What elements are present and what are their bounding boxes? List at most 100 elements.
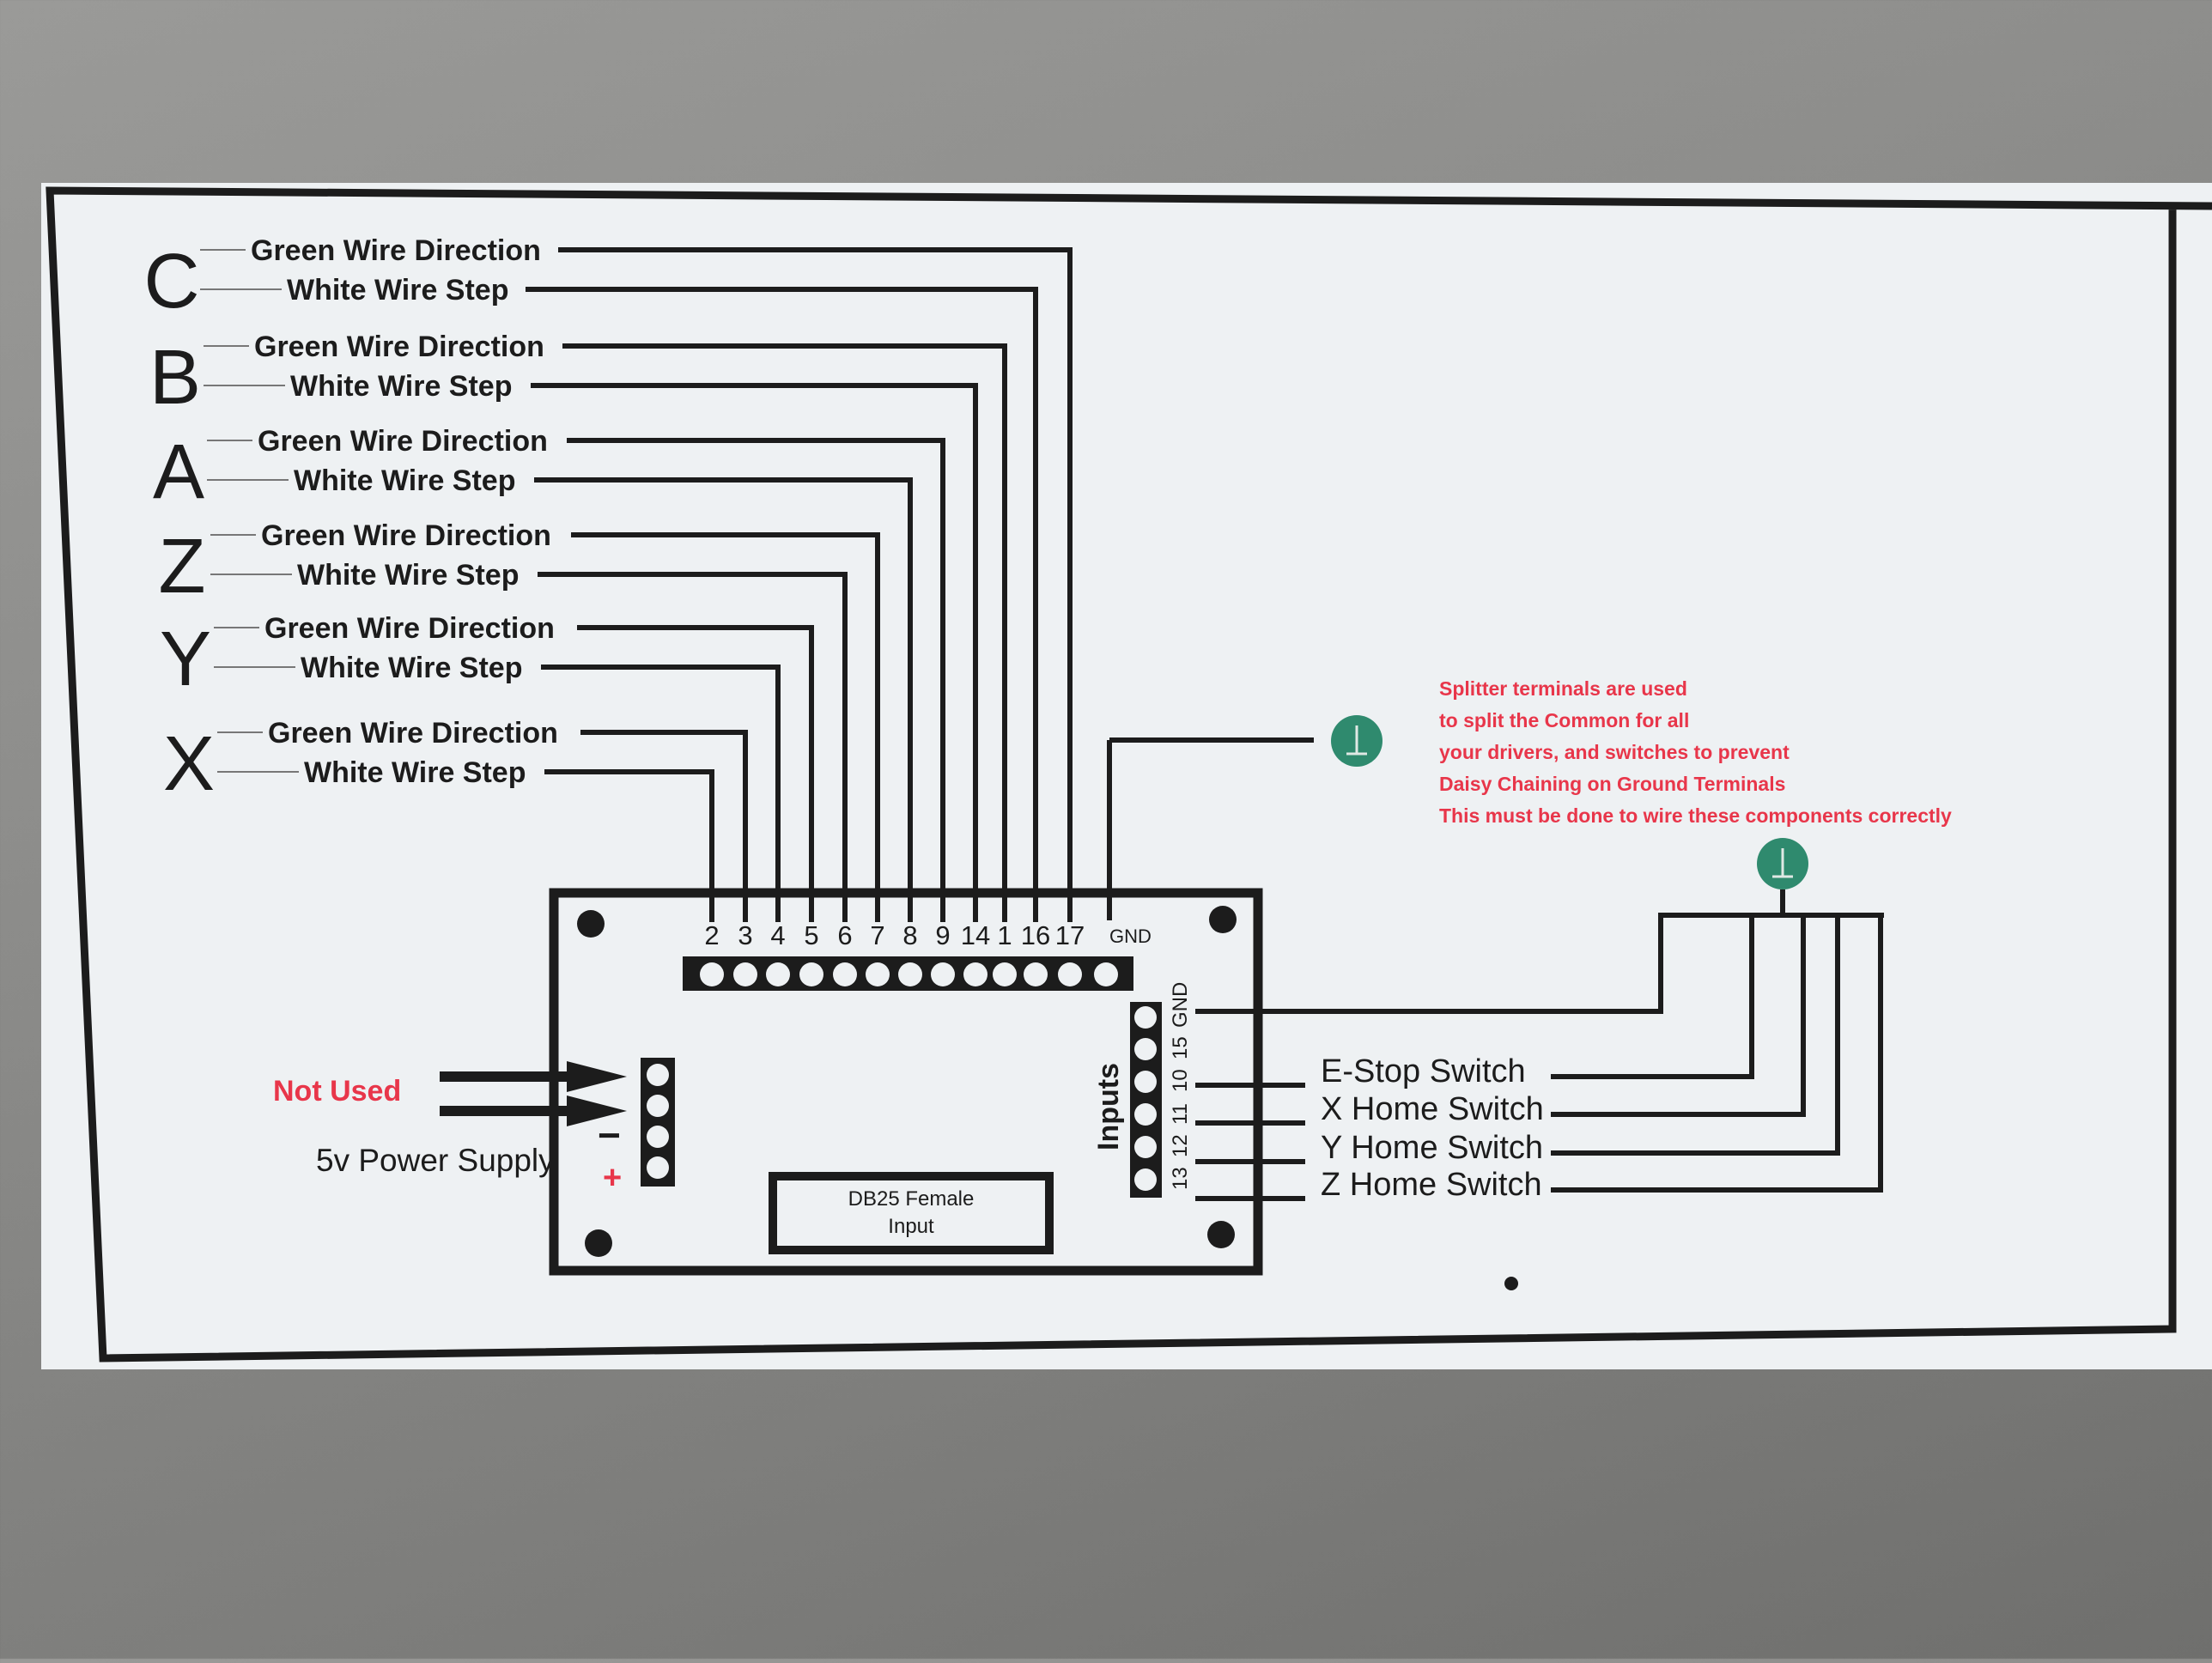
step-wire-label: White Wire Step xyxy=(301,652,523,684)
signal-wire xyxy=(538,572,848,922)
input-pin-label: GND xyxy=(1169,982,1192,1028)
splitter-note-line: to split the Common for all xyxy=(1439,709,1689,731)
pin-terminal xyxy=(1024,962,1048,986)
axis-letter: Y xyxy=(160,616,211,702)
splitter-note-line: Splitter terminals are used xyxy=(1439,677,1687,700)
pin-terminal xyxy=(1058,962,1082,986)
splitter-note-line: your drivers, and switches to prevent xyxy=(1439,741,1790,763)
power-supply-label: 5v Power Supply xyxy=(316,1143,555,1178)
direction-wire-label: Green Wire Direction xyxy=(258,425,548,458)
pin-terminal xyxy=(866,962,890,986)
input-pin-label: 11 xyxy=(1169,1103,1192,1125)
signal-wire xyxy=(580,730,748,922)
step-wire-label: White Wire Step xyxy=(304,756,526,789)
power-terminal xyxy=(647,1095,669,1117)
power-terminal xyxy=(647,1064,669,1086)
pin-terminals xyxy=(700,962,1118,986)
signal-wire xyxy=(526,287,1038,922)
power-terminal xyxy=(647,1126,669,1148)
pin-label: 6 xyxy=(837,920,852,950)
input-terminal xyxy=(1134,1006,1157,1029)
direction-wire-label: Green Wire Direction xyxy=(261,519,551,552)
switch-label: E-Stop Switch xyxy=(1321,1053,1526,1089)
input-pin-label: 13 xyxy=(1169,1167,1192,1190)
switch-common-wire xyxy=(1551,915,1840,1156)
mounting-hole xyxy=(1207,1221,1235,1248)
pin-terminal xyxy=(833,962,857,986)
signal-wire xyxy=(571,532,880,922)
input-pin-labels: GND 15 10 11 12 13 xyxy=(1169,982,1192,1190)
pin-terminal xyxy=(898,962,922,986)
direction-wire-label: Green Wire Direction xyxy=(268,717,558,750)
ground-terminal-lower xyxy=(1757,838,1808,889)
input-terminal xyxy=(1134,1071,1157,1093)
pin-label: 3 xyxy=(738,920,752,950)
input-terminals xyxy=(1134,1006,1157,1191)
db25-connector xyxy=(769,1172,1054,1254)
pin-label: 14 xyxy=(961,920,990,950)
db25-label-line-2: Input xyxy=(888,1215,934,1238)
inputs-label: Inputs xyxy=(1092,1063,1125,1150)
pin-label: 7 xyxy=(870,920,884,950)
signal-wire xyxy=(558,247,1073,922)
axis-letter: X xyxy=(163,721,215,807)
axis-letter: Z xyxy=(159,524,206,610)
switch-label: Y Home Switch xyxy=(1321,1130,1543,1166)
mounting-hole xyxy=(1209,906,1237,933)
signal-wire xyxy=(577,625,814,922)
minus-label: − xyxy=(598,1113,621,1157)
input-pin-label: 12 xyxy=(1169,1134,1192,1157)
axis-letter: A xyxy=(153,429,204,515)
plus-label: + xyxy=(603,1160,622,1196)
splitter-note-line: Daisy Chaining on Ground Terminals xyxy=(1439,773,1785,795)
signal-wire xyxy=(567,438,945,922)
not-used-arrows xyxy=(440,1061,627,1126)
input-terminal xyxy=(1134,1168,1157,1191)
pin-terminal xyxy=(993,962,1017,986)
pin-label: 17 xyxy=(1055,920,1085,950)
input-terminal xyxy=(1134,1103,1157,1126)
signal-wire xyxy=(534,477,913,922)
switch-common-wire xyxy=(1551,915,1754,1079)
pin-label: 2 xyxy=(704,920,719,950)
signal-wires xyxy=(200,247,1073,922)
signal-wire xyxy=(541,665,781,922)
input-terminal xyxy=(1134,1136,1157,1158)
pin-terminal xyxy=(931,962,955,986)
switch-label: X Home Switch xyxy=(1321,1091,1544,1127)
pin-terminal xyxy=(700,962,724,986)
gnd-pin-label: GND xyxy=(1109,926,1152,947)
pin-label: 9 xyxy=(935,920,950,950)
pin-terminal xyxy=(799,962,823,986)
pin-terminal xyxy=(1094,962,1118,986)
direction-wire-label: Green Wire Direction xyxy=(251,234,541,267)
pin-terminal xyxy=(733,962,757,986)
db25-label-line-1: DB25 Female xyxy=(848,1187,975,1211)
input-pin-label: 10 xyxy=(1169,1069,1192,1092)
step-wire-label: White Wire Step xyxy=(287,274,509,307)
step-wire-label: White Wire Step xyxy=(290,370,513,403)
axis-letter: B xyxy=(149,335,201,421)
ground-bus xyxy=(1195,913,1884,1014)
input-pin-label: 15 xyxy=(1169,1036,1192,1059)
panel-frame xyxy=(46,186,2212,1363)
axis-letter: C xyxy=(144,239,200,325)
direction-wire-label: Green Wire Direction xyxy=(264,612,555,645)
switch-common-wire xyxy=(1551,915,1806,1117)
signal-wire xyxy=(544,769,714,922)
step-wire-label: White Wire Step xyxy=(297,559,520,592)
splitter-note-line: This must be done to wire these componen… xyxy=(1439,804,1952,827)
signal-wire xyxy=(562,343,1007,922)
splitter-note: Splitter terminals are used to split the … xyxy=(1439,677,1952,827)
power-terminal xyxy=(647,1156,669,1179)
pin-label: 4 xyxy=(770,920,785,950)
input-terminal xyxy=(1134,1038,1157,1060)
label-panel xyxy=(41,183,2212,1369)
direction-wire-label: Green Wire Direction xyxy=(254,331,544,363)
switch-wires xyxy=(1195,889,1884,1201)
